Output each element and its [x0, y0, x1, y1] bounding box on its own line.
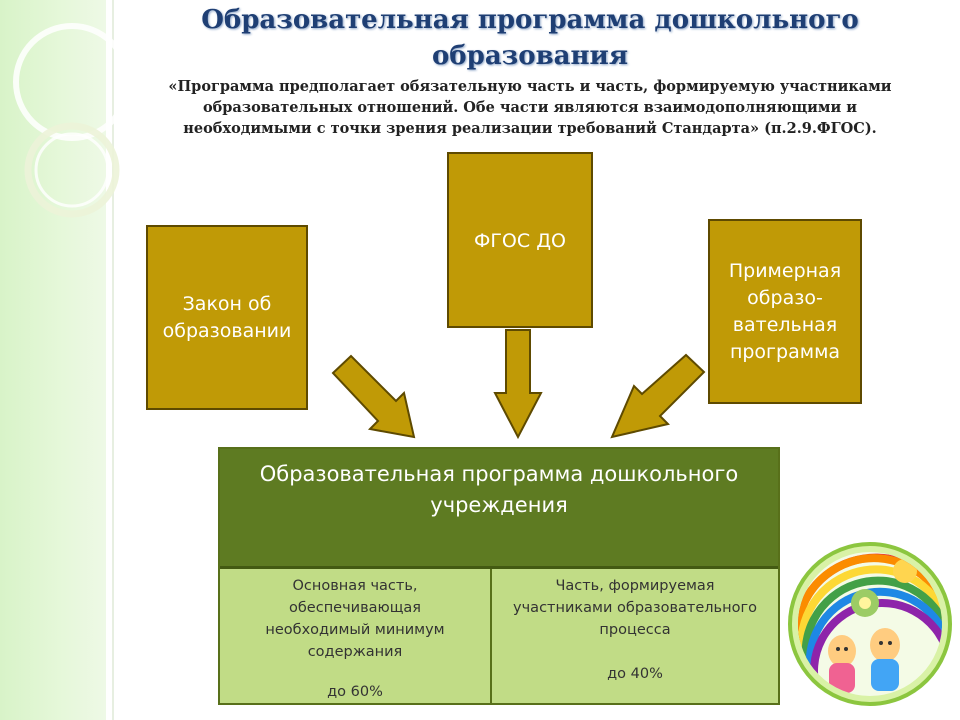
decorative-rings — [13, 23, 130, 218]
page-title: Образовательная программа дошкольного об… — [201, 5, 859, 71]
left-decor-band — [0, 0, 106, 720]
source-box-sample-label: Примерная образо-вательная программа — [728, 259, 842, 363]
core-part-share: до 60% — [327, 684, 383, 700]
formed-part-share: до 40% — [607, 666, 663, 682]
source-box-sample-program: Примерная образо-вательная программа — [708, 219, 862, 404]
standard-quote: «Программа предполагает обязательную час… — [168, 78, 892, 137]
core-part-cell: Основная часть, обеспечивающая необходим… — [220, 569, 492, 703]
arrow-sample-to-program — [610, 353, 706, 439]
formed-part-cell: Часть, формируемая участниками образоват… — [492, 569, 778, 703]
source-box-fgos: ФГОС ДО — [447, 152, 593, 328]
source-box-law: Закон об образовании — [146, 225, 308, 410]
arrow-law-to-program — [331, 354, 416, 439]
source-box-fgos-label: ФГОС ДО — [473, 230, 566, 252]
rainbow-kids-emblem-icon — [788, 542, 952, 706]
core-part-description: Основная часть, обеспечивающая необходим… — [265, 578, 445, 660]
program-header: Образовательная программа дошкольного уч… — [220, 449, 778, 569]
formed-part-description: Часть, формируемая участниками образоват… — [513, 578, 757, 638]
program-title: Образовательная программа дошкольного уч… — [259, 462, 739, 517]
source-box-law-label: Закон об образовании — [162, 292, 292, 342]
program-structure-table: Образовательная программа дошкольного уч… — [218, 447, 780, 705]
arrow-fgos-to-program — [493, 329, 543, 440]
band-divider-line — [112, 0, 114, 720]
